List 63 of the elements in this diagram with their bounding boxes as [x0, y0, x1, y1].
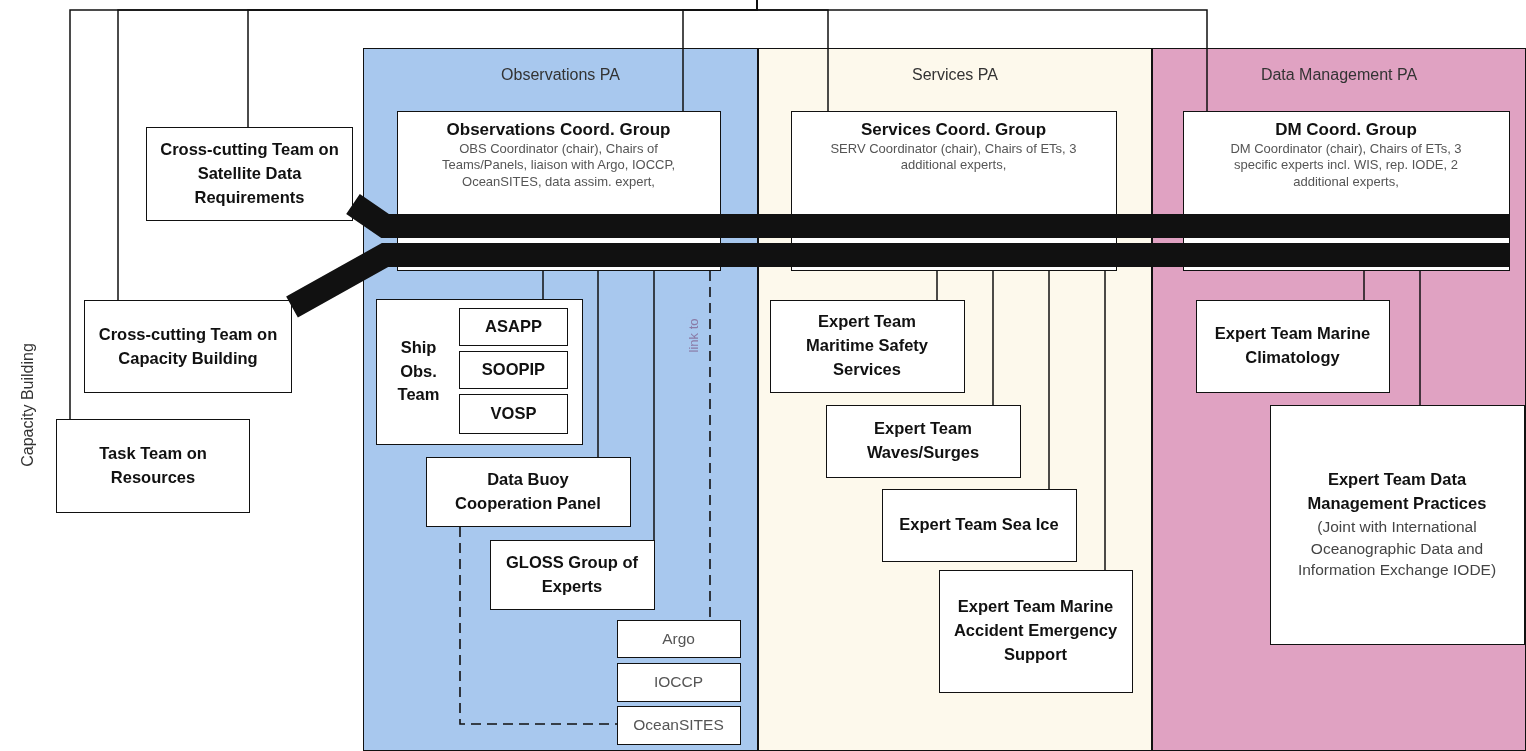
- program-name: IOCCP: [653, 673, 704, 691]
- team-name: Expert Team Data Management Practices: [1306, 469, 1488, 514]
- connector-line: [1104, 270, 1106, 571]
- band-heading: Data Management PA: [1260, 66, 1418, 84]
- program-name: OceanSITES: [633, 716, 724, 734]
- band-heading: Services PA: [912, 66, 998, 84]
- program-area-band: [1152, 48, 1526, 751]
- group-title: Observations Coord. Group: [446, 118, 671, 141]
- team-box: [425, 456, 631, 527]
- team-name: GLOSS Group of Experts: [505, 551, 639, 597]
- team-box: [84, 300, 292, 393]
- team-box: [459, 351, 568, 389]
- program-name: Argo: [662, 629, 695, 648]
- team-box: [1269, 404, 1525, 645]
- program-area-band: [758, 48, 1152, 751]
- team-name: Cross-cutting Team on Capacity Building: [97, 323, 279, 369]
- thick-band-connector: [286, 243, 397, 318]
- program-box: [616, 662, 741, 702]
- connector-line: [1048, 270, 1050, 490]
- team-box: [375, 298, 583, 445]
- member-list: DM Coordinator (chair), Chairs of ETs, 3 specific experts incl. WIS, rep. IODE, 2 additional experts,: [1183, 140, 1509, 192]
- member-list: OBS Coordinator (chair), Chairs of Teams/Panels, liaison with Argo, IOCCP, OceanSITES, data assim. expert,: [397, 140, 720, 192]
- team-name: Data Buoy Cooperation Panel: [454, 468, 602, 514]
- team-box: [56, 419, 250, 513]
- team-name: SOOPIP: [480, 360, 547, 380]
- team-box: [146, 127, 353, 221]
- team-name: Ship Obs. Team: [396, 336, 441, 406]
- team-name: Expert Team Sea Ice: [898, 514, 1060, 536]
- connector-line: [756, 0, 1208, 112]
- connector-line: [1419, 270, 1421, 406]
- connector-line: [936, 270, 938, 301]
- team-name: Expert Team Marine Accident Emergency Support: [952, 596, 1119, 665]
- team-note: (Joint with International Oceanographic Data and Information Exchange IODE): [1296, 516, 1498, 581]
- program-area-band: [363, 48, 758, 751]
- team-box: [769, 299, 965, 393]
- team-name: Expert Team Marine Climatology: [1213, 323, 1372, 368]
- team-name: Task Team on Resources: [98, 443, 208, 488]
- group-title: DM Coord. Group: [1275, 118, 1417, 141]
- connector-line: [653, 270, 655, 541]
- team-name: VOSP: [489, 404, 538, 424]
- program-box: [616, 619, 741, 658]
- team-box: [459, 308, 568, 346]
- thick-band-connector: [346, 194, 397, 238]
- connector-line: [992, 270, 994, 406]
- group-title: Services Coord. Group: [860, 118, 1047, 141]
- connector-line: [597, 270, 599, 458]
- team-box: [459, 394, 568, 434]
- team-name: ASAPP: [484, 317, 543, 337]
- side-label: Capacity Building: [18, 343, 37, 467]
- team-box: [881, 488, 1077, 562]
- program-box: [616, 705, 741, 745]
- connector-line: [542, 270, 544, 300]
- dashed-link-line: [459, 526, 618, 725]
- member-list: SERV Coordinator (chair), Chairs of ETs, 3 additional experts,: [791, 140, 1116, 175]
- team-box: [1195, 299, 1390, 393]
- team-box: [938, 569, 1133, 693]
- team-name: Cross-cutting Team on Satellite Data Requirements: [159, 139, 340, 208]
- band-heading: Observations PA: [501, 66, 620, 84]
- team-name: Expert Team Waves/Surges: [865, 418, 981, 463]
- team-box: [825, 404, 1021, 478]
- team-name: Expert Team Maritime Safety Services: [805, 311, 929, 380]
- connector-line: [1363, 270, 1365, 301]
- team-box: [489, 539, 655, 610]
